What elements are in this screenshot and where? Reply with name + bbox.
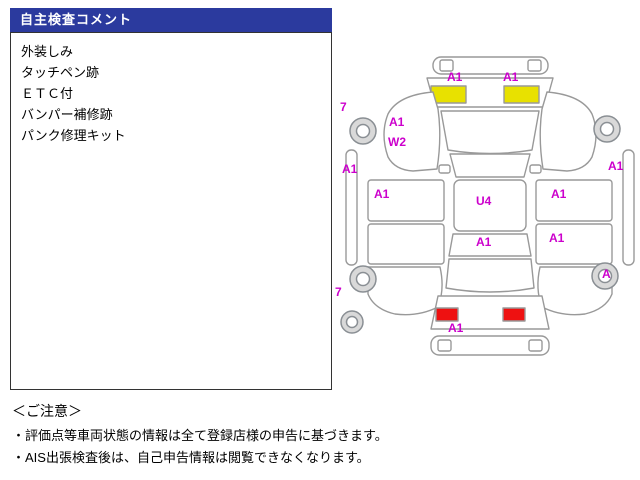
comment-item: 外装しみ xyxy=(21,44,74,59)
damage-marker: A1 xyxy=(551,187,567,201)
headlight-right-highlight xyxy=(503,85,540,104)
wheel-front-left-icon xyxy=(349,117,377,145)
rear-window xyxy=(448,233,532,257)
front-fender-right xyxy=(539,91,597,172)
rear-door-left xyxy=(367,223,445,265)
front-fender-left xyxy=(383,91,441,172)
rear-fender-left xyxy=(367,266,443,316)
taillight-right-highlight xyxy=(502,307,526,322)
front-bumper-left-lamp xyxy=(439,59,454,72)
door-mirror-left xyxy=(438,164,451,174)
comment-item: タッチペン跡 xyxy=(21,65,100,80)
comment-item: バンパー補修跡 xyxy=(21,107,113,122)
wheel-rear-left-icon xyxy=(349,265,377,293)
damage-marker: A xyxy=(602,267,611,281)
taillight-left-highlight xyxy=(435,307,459,322)
damage-marker: A1 xyxy=(503,70,519,84)
rear-bumper-right-lamp xyxy=(528,339,543,352)
rear-bumper-left-lamp xyxy=(437,339,452,352)
front-bumper-right-lamp xyxy=(527,59,542,72)
notice-list: ・評価点等車両状態の情報は全て登録店様の申告に基づきます。・AIS出張検査後は、… xyxy=(12,425,632,469)
wheel-rear-right-icon xyxy=(591,262,619,290)
damage-marker: A1 xyxy=(389,115,405,129)
door-mirror-right xyxy=(529,164,542,174)
rear-bumper xyxy=(430,335,550,356)
damage-marker: A1 xyxy=(448,321,464,335)
windshield xyxy=(449,153,531,178)
damage-marker: U4 xyxy=(476,194,492,208)
side-sill-left xyxy=(345,149,358,266)
notice-item: ・AIS出張検査後は、自己申告情報は閲覧できなくなります。 xyxy=(12,450,370,465)
front-door-right xyxy=(535,179,613,222)
notice-section: ＜ご注意＞ ・評価点等車両状態の情報は全て登録店様の申告に基づきます。・AIS出… xyxy=(12,401,632,469)
damage-marker: 7 xyxy=(340,100,347,114)
front-bumper xyxy=(432,56,549,75)
side-sill-right xyxy=(622,149,635,266)
wheel-front-right-icon xyxy=(593,115,621,143)
roof xyxy=(453,179,527,232)
notice-title: ＜ご注意＞ xyxy=(12,403,82,419)
comment-item: ＥＴＣ付 xyxy=(21,86,74,101)
rear-door-right xyxy=(535,223,613,265)
front-door-left xyxy=(367,179,445,222)
spare-tire-icon xyxy=(340,310,364,334)
damage-marker: A1 xyxy=(342,162,358,176)
damage-marker: 7 xyxy=(335,285,342,299)
comment-item: パンク修理キット xyxy=(21,128,126,143)
damage-marker: W2 xyxy=(388,135,406,149)
damage-marker: A1 xyxy=(374,187,390,201)
damage-marker: A1 xyxy=(447,70,463,84)
damage-marker: A1 xyxy=(549,231,565,245)
damage-marker: A1 xyxy=(608,159,624,173)
self-check-comment-header: 自主検査コメント xyxy=(10,8,332,32)
trunk xyxy=(445,258,535,293)
damage-marker: A1 xyxy=(476,235,492,249)
notice-item: ・評価点等車両状態の情報は全て登録店様の申告に基づきます。 xyxy=(12,428,388,443)
self-check-comment-box: 外装しみタッチペン跡 ＥＴＣ付バンパー補修跡パンク修理キット xyxy=(10,32,332,390)
self-check-comment-title: 自主検査コメント xyxy=(20,12,133,27)
